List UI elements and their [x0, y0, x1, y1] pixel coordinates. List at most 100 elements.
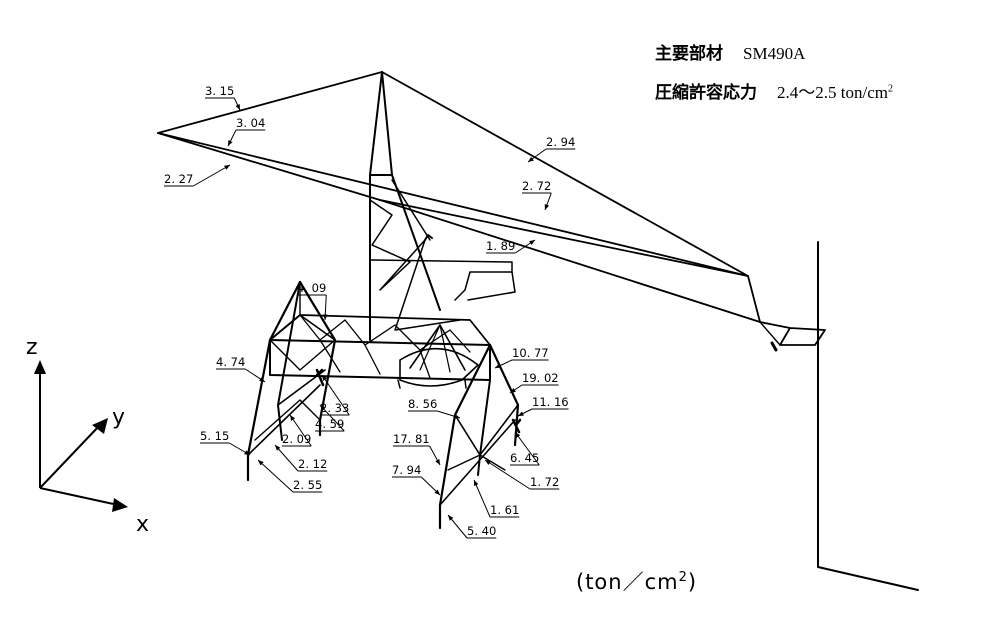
stress-value-label: 4. 09 — [297, 281, 326, 295]
arrow-head — [224, 165, 230, 170]
arrow-head — [544, 204, 550, 210]
stress-callout: 11. 16 — [517, 395, 569, 417]
z-axis-label: z — [26, 335, 38, 360]
leader-line — [319, 404, 345, 432]
boom-bottom-chord — [379, 199, 761, 323]
material-key: 主要部材 — [655, 44, 723, 64]
stress-value-label: 4. 59 — [315, 417, 344, 431]
stress-value-label: 2. 94 — [546, 135, 575, 149]
stress-callout: 10. 77 — [494, 346, 549, 369]
stress-callout: 17. 81 — [393, 432, 441, 466]
stress-value-label: 11. 16 — [532, 395, 569, 409]
stress-callout: 4. 09 — [297, 281, 328, 321]
left-leg-back — [298, 280, 337, 437]
stress-value-label: 5. 40 — [467, 524, 496, 538]
leader-line — [193, 164, 231, 187]
right-leg-front — [438, 343, 492, 530]
machinery-house — [369, 259, 513, 301]
stress-value-label: 1. 89 — [486, 239, 515, 253]
stress-value-label: 2. 55 — [293, 478, 322, 492]
allowable-stress-spec: 圧縮許容応力 2.4〜2.5 ton/cm2 — [655, 78, 893, 103]
stress-key: 圧縮許容応力 — [655, 83, 757, 103]
material-value: SM490A — [743, 44, 806, 63]
stress-value-label: 6. 45 — [510, 451, 539, 465]
stress-value-label: 7. 94 — [392, 463, 421, 477]
leader-line — [321, 374, 350, 416]
leader-line — [274, 444, 299, 472]
arrow-head — [528, 156, 534, 162]
arrow-head — [275, 445, 281, 451]
arrow-head — [448, 515, 454, 521]
stress-value-label: 8. 56 — [408, 397, 437, 411]
stress-callout: 3. 04 — [227, 116, 266, 147]
arrow-head — [434, 489, 440, 495]
stress-callout: 2. 33 — [320, 374, 350, 416]
stress-value-label: 3. 04 — [236, 116, 265, 130]
arrow-head — [259, 377, 265, 382]
stress-value-label: 4. 74 — [216, 355, 245, 369]
mast-right — [381, 71, 441, 311]
pier-line — [817, 241, 919, 591]
material-spec: 主要部材 SM490A — [655, 39, 805, 64]
stress-callout: 3. 15 — [205, 84, 241, 111]
mast-left — [369, 71, 383, 341]
arrow-head — [258, 460, 264, 466]
leader-line — [473, 479, 491, 518]
boom-upper-truss — [157, 71, 749, 277]
stress-value-label: 17. 81 — [393, 432, 430, 446]
boom-tip — [747, 275, 826, 346]
leader-line — [514, 431, 540, 466]
stress-value-label: 2. 27 — [164, 172, 193, 186]
left-leg-front — [246, 280, 302, 482]
stress-range: 2.4〜2.5 ton/cm2 — [777, 83, 893, 102]
frame-members — [157, 71, 919, 591]
stress-callout: 19. 02 — [509, 371, 559, 394]
stress-callout: 5. 40 — [447, 514, 497, 539]
arrow-head — [518, 411, 524, 416]
stress-value-label: 10. 77 — [512, 346, 549, 360]
arrow-head — [290, 415, 296, 421]
arrow-head — [322, 375, 328, 381]
arrow-head — [529, 240, 535, 245]
coordinate-axes — [34, 360, 128, 512]
slewing-base — [399, 347, 479, 387]
stress-value-label: 19. 02 — [522, 371, 559, 385]
arrow-head — [435, 459, 440, 465]
arrow-head — [322, 314, 328, 320]
y-axis-label: y — [112, 405, 125, 430]
stress-callout: 2. 12 — [274, 444, 328, 472]
stress-callout: 2. 55 — [257, 459, 323, 493]
stress-value-label: 1. 61 — [490, 503, 519, 517]
leader-line — [289, 414, 312, 447]
stress-value-label: 5. 15 — [200, 429, 229, 443]
stress-value-label: 2. 72 — [522, 179, 551, 193]
stress-callout: 4. 59 — [315, 404, 345, 432]
stress-callout: 6. 45 — [510, 431, 540, 466]
arrow-head — [320, 405, 326, 411]
stress-callouts: 3. 15 3. 04 2. 27 2. 94 2. 72 1. 89 4. 09 4. 74… — [164, 84, 576, 539]
stress-callout: 7. 94 — [392, 463, 441, 496]
arrow-head — [235, 104, 240, 110]
stress-callout: 1. 72 — [484, 459, 560, 490]
stress-callout: 2. 72 — [522, 179, 552, 211]
stress-callout: 8. 56 — [408, 397, 461, 419]
x-axis-label: x — [136, 512, 149, 537]
stress-callout: 2. 09 — [282, 414, 312, 447]
stress-value-label: 1. 72 — [530, 475, 559, 489]
stress-callout: 5. 15 — [200, 429, 251, 456]
leader-line — [257, 459, 294, 493]
arrow-head — [454, 414, 460, 419]
arrow-head — [510, 387, 516, 393]
stress-callout: 2. 27 — [164, 164, 231, 187]
stress-callout: 4. 74 — [216, 355, 266, 383]
arrow-head — [515, 432, 521, 438]
stress-callout: 1. 61 — [473, 479, 520, 518]
arrow-head — [244, 450, 250, 455]
mast-lacing — [369, 199, 461, 331]
arrow-head — [495, 363, 501, 368]
arrow-head — [228, 140, 233, 146]
leader-line — [484, 459, 531, 490]
arrow-head — [474, 480, 479, 486]
